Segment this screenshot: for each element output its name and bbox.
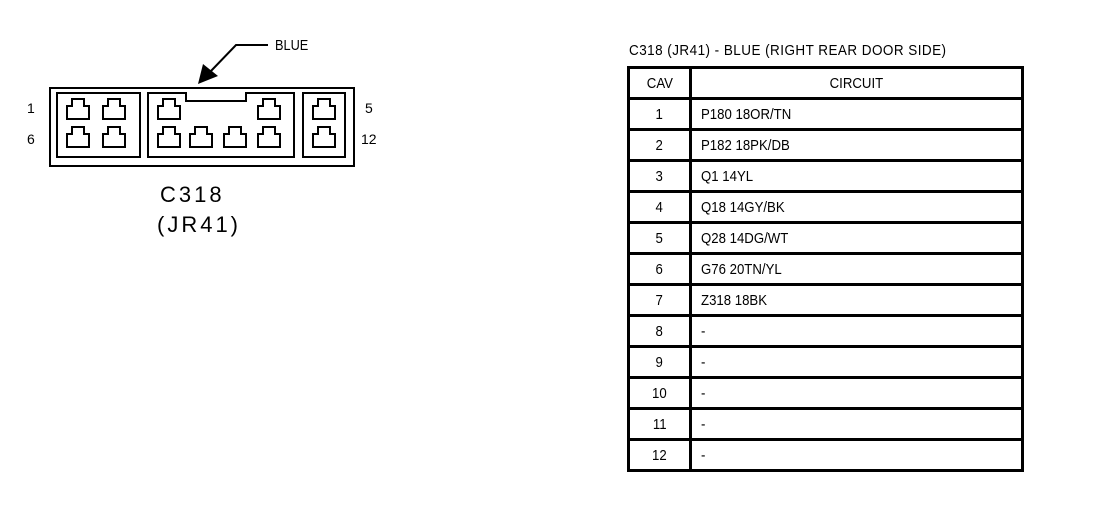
terminal-cavity [312,98,336,120]
table-header-row: CAV CIRCUIT [627,66,1024,100]
cav-cell: 12 [627,438,692,472]
terminal-cavity [66,126,90,148]
terminal-cavities [66,98,336,148]
terminal-cavity [102,126,126,148]
circuit-cell: P180 18OR/TN [689,97,1024,131]
cav-column-header: CAV [627,66,692,100]
circuit-cell: - [689,314,1024,348]
right-cavity-block [302,92,346,158]
cav-cell: 9 [627,345,692,379]
terminal-cavity [223,126,247,148]
connector-alt-name: (JR41) [157,212,242,237]
table-row: 9- [627,345,1024,379]
cav-cell: 6 [627,252,692,286]
pin-label-bottom-right: 12 [361,131,377,147]
table-row: 8- [627,314,1024,348]
circuit-cell: Z318 18BK [689,283,1024,317]
table-row: 10- [627,376,1024,410]
circuit-cell: G76 20TN/YL [689,252,1024,286]
table-row: 12- [627,438,1024,472]
cav-cell: 2 [627,128,692,162]
circuit-cell: - [689,345,1024,379]
cav-cell: 3 [627,159,692,193]
circuit-cell: P182 18PK/DB [689,128,1024,162]
connector-name: C318 [160,182,225,207]
circuit-cell: Q28 14DG/WT [689,221,1024,255]
terminal-cavity [257,98,281,120]
cav-cell: 4 [627,190,692,224]
connector-color-label: BLUE [275,37,309,54]
terminal-cavity [189,126,213,148]
circuit-cell: - [689,438,1024,472]
circuit-cell: - [689,407,1024,441]
terminal-cavity [312,126,336,148]
pin-label-bottom-left: 6 [27,131,35,147]
left-cavity-block [56,92,141,158]
circuit-cell: Q1 14YL [689,159,1024,193]
pinout-table-title: C318 (JR41) - BLUE (RIGHT REAR DOOR SIDE… [629,42,947,59]
cav-cell: 7 [627,283,692,317]
table-row: 11- [627,407,1024,441]
terminal-cavity [157,126,181,148]
cav-cell: 5 [627,221,692,255]
circuit-cell: Q18 14GY/BK [689,190,1024,224]
pin-label-top-left: 1 [27,100,35,116]
pin-label-top-right: 5 [365,100,373,116]
circuit-column-header: CIRCUIT [689,66,1024,100]
cav-cell: 11 [627,407,692,441]
terminal-cavity [66,98,90,120]
connector-face-drawing [49,44,355,167]
connector-diagram: BLUE 1 6 5 12 C318 (JR41) [27,37,377,237]
terminal-cavity [102,98,126,120]
color-leader-arrow [198,44,268,84]
middle-cavity-block [147,92,295,158]
cav-cell: 10 [627,376,692,410]
terminal-cavity [257,126,281,148]
connector-housing [49,87,355,167]
cav-cell: 1 [627,97,692,131]
cav-cell: 8 [627,314,692,348]
circuit-cell: - [689,376,1024,410]
terminal-cavity [157,98,181,120]
